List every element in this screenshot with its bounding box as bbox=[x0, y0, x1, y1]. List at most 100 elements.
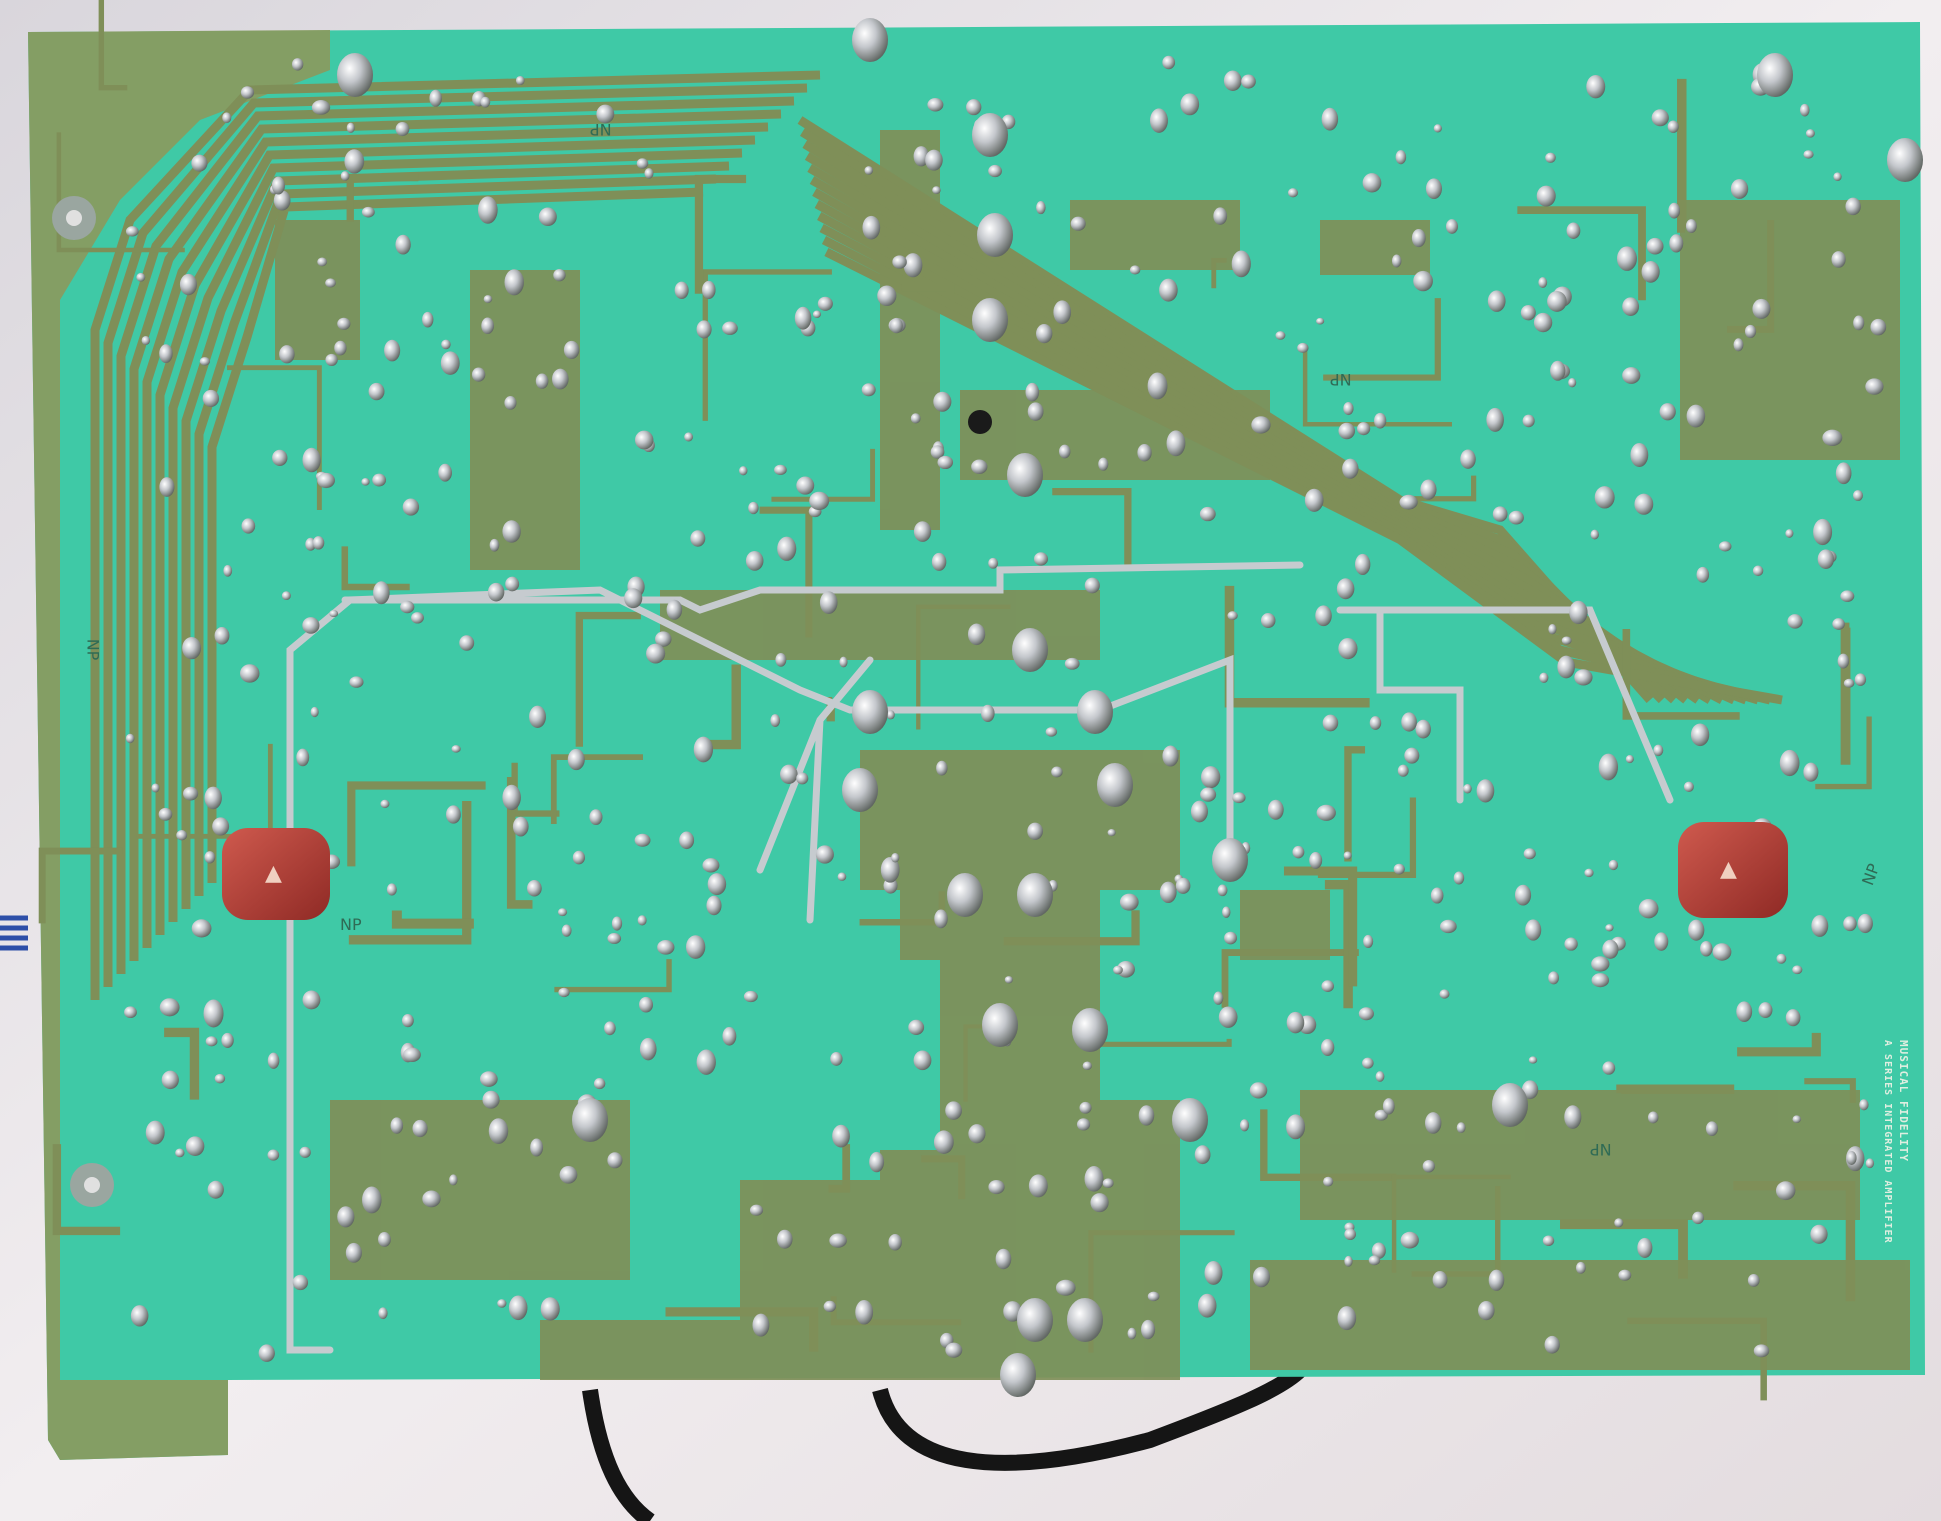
solder-pad bbox=[1149, 108, 1168, 133]
solder-pad bbox=[179, 273, 197, 296]
solder-pad bbox=[317, 257, 328, 267]
solder-pad bbox=[861, 383, 876, 397]
solder-pad bbox=[345, 1242, 362, 1263]
solder-pad bbox=[558, 987, 570, 998]
solder-pad bbox=[995, 1248, 1012, 1270]
solder-pad bbox=[1159, 881, 1177, 904]
np-label: NP bbox=[340, 915, 362, 934]
solder-pad bbox=[159, 344, 173, 364]
solder-pad bbox=[1391, 254, 1402, 268]
solder-pad bbox=[1508, 510, 1524, 525]
solder-pad bbox=[611, 916, 623, 931]
solder-pad bbox=[1792, 965, 1803, 975]
solder-pad bbox=[158, 807, 173, 821]
solder-pad bbox=[1363, 934, 1374, 949]
solder-pad bbox=[559, 1166, 578, 1184]
solder-pad bbox=[1344, 1228, 1356, 1241]
solder-pad bbox=[191, 919, 212, 938]
solder-pad bbox=[479, 1071, 498, 1087]
solder-pad bbox=[449, 1174, 458, 1186]
large-solder-joint bbox=[1072, 1008, 1108, 1052]
solder-pad bbox=[1810, 1224, 1828, 1244]
solder-pad bbox=[302, 990, 321, 1010]
solder-pad bbox=[1231, 250, 1251, 278]
solder-pad bbox=[1053, 300, 1072, 325]
solder-pad bbox=[1197, 1293, 1217, 1318]
solder-pad bbox=[596, 104, 615, 124]
solder-pad bbox=[272, 449, 288, 466]
solder-pad bbox=[634, 833, 651, 847]
solder-pad bbox=[1337, 1306, 1357, 1331]
solder-pad bbox=[422, 1190, 441, 1208]
solder-pad bbox=[774, 464, 787, 476]
solder-pad bbox=[706, 895, 722, 916]
solder-pad bbox=[1514, 884, 1532, 906]
signal-trace bbox=[391, 910, 474, 929]
signal-trace bbox=[1095, 1038, 1232, 1047]
solder-pad bbox=[1201, 766, 1221, 789]
solder-pad bbox=[1747, 1273, 1760, 1287]
solder-pad bbox=[1487, 290, 1506, 312]
solder-pad bbox=[1252, 1266, 1270, 1288]
solder-pad bbox=[777, 536, 797, 561]
signal-trace bbox=[1324, 879, 1353, 1009]
solder-pad bbox=[1338, 422, 1356, 440]
solder-pad bbox=[1641, 261, 1660, 283]
solder-pad bbox=[823, 1300, 837, 1313]
solder-pad bbox=[936, 760, 948, 776]
signal-trace bbox=[921, 1155, 966, 1200]
solder-pad bbox=[1076, 1118, 1091, 1131]
solder-pad bbox=[1147, 1291, 1160, 1302]
solder-pad bbox=[837, 872, 847, 881]
solder-pad bbox=[1138, 1105, 1155, 1126]
solder-pad bbox=[1646, 237, 1664, 255]
solder-pad bbox=[864, 166, 874, 175]
solder-pad bbox=[567, 748, 585, 771]
solder-pad bbox=[337, 1206, 355, 1228]
solder-pad bbox=[1566, 222, 1581, 239]
solder-pad bbox=[1625, 755, 1634, 764]
solder-pad bbox=[292, 1274, 309, 1291]
solder-pad bbox=[1853, 315, 1865, 331]
solder-pad bbox=[258, 1344, 275, 1362]
solder-pad bbox=[1785, 529, 1794, 538]
solder-pad bbox=[182, 637, 202, 660]
solder-pad bbox=[862, 215, 881, 240]
solder-pad bbox=[696, 320, 712, 339]
solder-pad bbox=[1194, 1145, 1211, 1165]
solder-pad bbox=[1522, 414, 1535, 428]
solder-pad bbox=[839, 656, 848, 668]
solder-pad bbox=[349, 676, 364, 688]
solder-pad bbox=[1528, 1056, 1538, 1064]
solder-pad bbox=[1322, 714, 1339, 732]
solder-pad bbox=[1840, 590, 1855, 602]
signal-trace bbox=[1391, 1174, 1511, 1273]
solder-pad bbox=[1752, 298, 1771, 319]
np-label: NP bbox=[1330, 370, 1352, 389]
solder-pad bbox=[212, 817, 230, 836]
solder-pad bbox=[273, 190, 291, 211]
solder-pad bbox=[794, 306, 812, 330]
solder-pad bbox=[1520, 304, 1536, 321]
solder-pad bbox=[1162, 745, 1179, 767]
solder-pad bbox=[927, 98, 944, 112]
solder-pad bbox=[325, 353, 338, 366]
solder-pad bbox=[1478, 1301, 1495, 1321]
solder-pad bbox=[481, 317, 494, 335]
solder-pad bbox=[1415, 719, 1431, 739]
solder-pad bbox=[1688, 919, 1705, 941]
solder-pad bbox=[561, 924, 572, 937]
solder-pad bbox=[743, 990, 758, 1003]
large-solder-joint bbox=[1017, 1298, 1053, 1342]
bus-trace bbox=[207, 187, 704, 883]
solder-pad bbox=[1413, 270, 1433, 292]
solder-pad bbox=[1119, 893, 1139, 911]
solder-pad bbox=[1803, 150, 1814, 159]
solder-pad bbox=[1213, 991, 1224, 1005]
solder-pad bbox=[1321, 1038, 1335, 1056]
solder-pad bbox=[1371, 1242, 1386, 1259]
solder-pad bbox=[1548, 971, 1559, 985]
solder-pad bbox=[1776, 953, 1787, 964]
solder-pad bbox=[505, 576, 520, 592]
solder-pad bbox=[1336, 578, 1355, 600]
